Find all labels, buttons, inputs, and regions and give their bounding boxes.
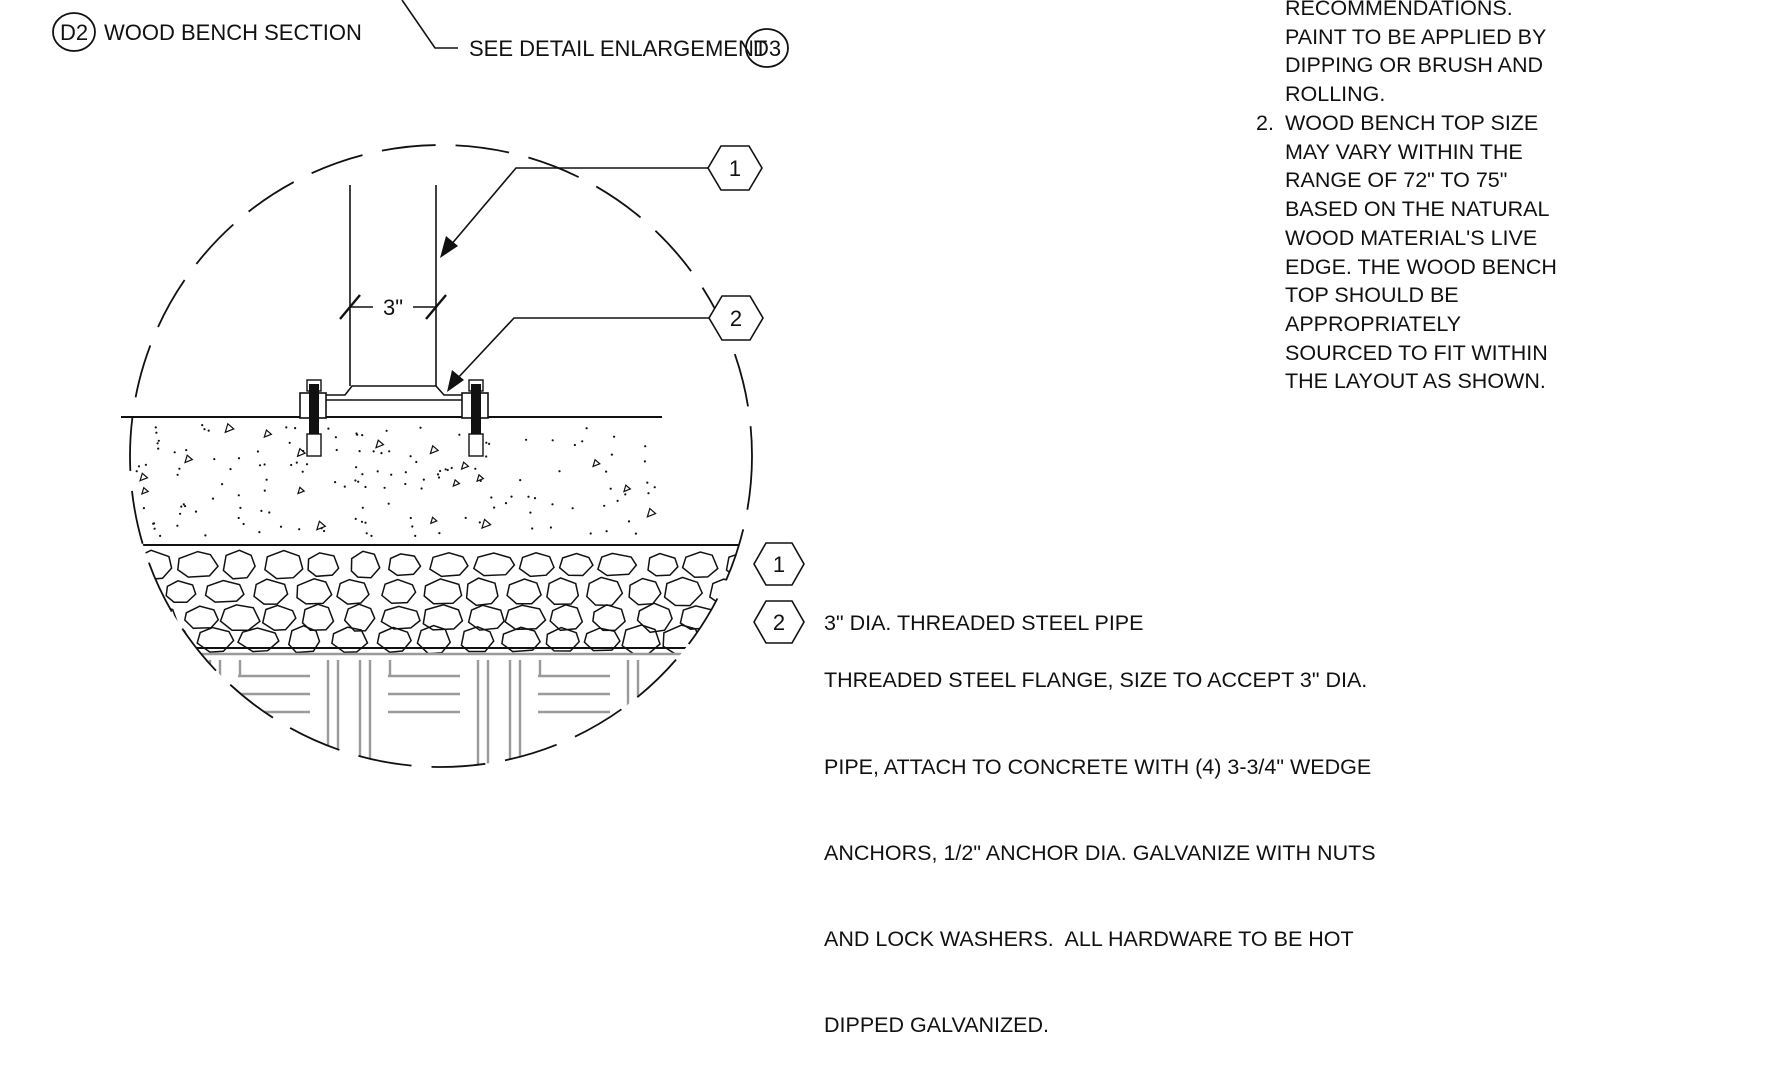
note-2-number: 2. [1256,111,1274,135]
note-2-line: RANGE OF 72" TO 75" [1285,168,1508,193]
drawing-sheet: D2 WOOD BENCH SECTION SEE DETAIL ENLARGE… [52,0,805,768]
steel-flange [317,385,470,401]
callout-tag: D3 [753,36,781,61]
title-tag: D2 [60,20,88,45]
pipe-dimension: 3" [339,294,447,320]
note-1-line: PAINT TO BE APPLIED BY [1285,24,1547,49]
note-2-line: EDGE. THE WOOD BENCH [1285,254,1557,279]
note-2-line: MAY VARY WITHIN THE [1285,139,1523,164]
note-2-line: THE LAYOUT AS SHOWN. [1285,369,1546,394]
note-2-body: WOOD BENCH TOP SIZE MAY VARY WITHIN THE … [1285,109,1557,396]
keynote-2-line: PIPE, ATTACH TO CONCRETE WITH (4) 3-3/4"… [824,754,1372,779]
note-2-line: BASED ON THE NATURAL [1285,197,1550,222]
note-1-continuation: RECOMMENDATIONS. PAINT TO BE APPLIED BY … [1285,0,1546,109]
note-2-line: APPROPRIATELY [1285,311,1462,336]
callout-tag-bubble [745,28,789,68]
wedge-anchor-right [461,379,489,457]
keynote-2-line: THREADED STEEL FLANGE, SIZE TO ACCEPT 3"… [824,668,1368,693]
keynote-1-line: 3" DIA. THREADED STEEL PIPE [824,611,1144,636]
keynote-2-line: DIPPED GALVANIZED. [824,1012,1050,1037]
detail-contents [130,422,752,767]
steel-pipe [349,185,437,386]
concrete-stipple [130,422,657,538]
wedge-anchor-left [299,379,327,457]
note-1-line: DIPPING OR BRUSH AND [1285,53,1544,78]
section-title: D2 WOOD BENCH SECTION [52,12,362,52]
callout-text: SEE DETAIL ENLARGEMENT [469,36,767,61]
keynote-2-line: ANCHORS, 1/2" ANCHOR DIA. GALVANIZE WITH… [824,840,1376,865]
keynote-2-line: AND LOCK WASHERS. ALL HARDWARE TO BE HOT [824,926,1354,951]
detail-callout: SEE DETAIL ENLARGEMENT D3 [401,0,789,68]
title-tag-bubble [52,12,96,52]
detail-boundary-circle [129,144,753,768]
note-1-line: RECOMMENDATIONS. [1285,0,1513,20]
marker-1-num: 1 [729,156,741,181]
legend-hex-1: 1 [753,542,805,586]
marker-2-num: 2 [730,306,742,331]
legend-hex-2: 2 [753,600,805,644]
legend-1-num: 1 [773,552,785,577]
keynote-marker-2: 2 [447,295,764,392]
legend-2-num: 2 [773,610,785,635]
keynote-marker-1: 1 [440,145,763,258]
keynote-2-text: THREADED STEEL FLANGE, SIZE TO ACCEPT 3"… [824,609,1376,1068]
gravel-base [130,544,752,655]
note-1-line: ROLLING. [1285,82,1386,107]
compacted-subgrade [150,652,752,767]
note-2-line: WOOD BENCH TOP SIZE [1285,111,1539,135]
note-2-line: WOOD MATERIAL'S LIVE [1285,225,1538,250]
keynote-1-text: 3" DIA. THREADED STEEL PIPE [824,552,1143,667]
title-text: WOOD BENCH SECTION [104,20,362,45]
note-2-line: TOP SHOULD BE [1285,283,1459,308]
dimension-text: 3" [383,295,403,320]
callout-leader [401,0,458,49]
note-2-line: SOURCED TO FIT WITHIN [1285,340,1548,365]
